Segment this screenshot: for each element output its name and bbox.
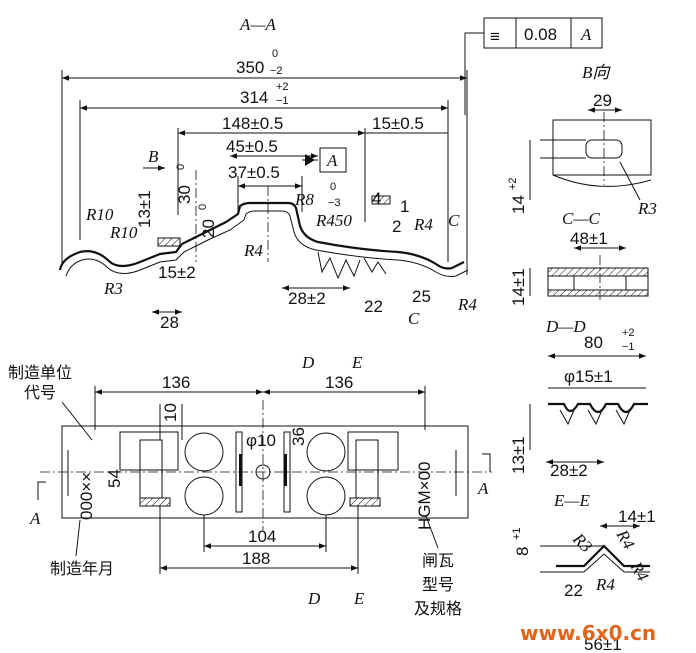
b-dim-14-tol: +2 <box>507 177 519 190</box>
dim-4: 4 <box>372 189 381 208</box>
b-r3: R3 <box>637 199 657 218</box>
dim-13: 13±1 <box>135 190 154 228</box>
dim-314-lower: −1 <box>276 95 289 107</box>
plan-phi10: φ10 <box>246 431 276 450</box>
r3-left: R3 <box>103 279 123 298</box>
plan-dim-136-right: 136 <box>325 373 353 392</box>
dim-30-tol: 0 <box>175 164 187 170</box>
label-c-upper: C <box>448 211 460 230</box>
c-dim-48: 48±1 <box>570 229 608 248</box>
dim-15-2: 15±2 <box>158 263 196 282</box>
view-b: B向 29 14 +2 R3 <box>507 63 657 218</box>
title-section-dd: D—D <box>545 317 586 336</box>
section-a-a: A—A ≡ 0.08 A 350 0 −2 314 +2 −1 148±0.5 <box>58 15 603 332</box>
dim-350: 350 <box>236 58 264 77</box>
tolerance-frame: ≡ 0.08 A <box>464 17 603 115</box>
plan-view: 制造单位 代号 D E D E 136 136 000×× HGM×00 10 … <box>8 353 492 618</box>
r10-upper: R10 <box>85 205 114 224</box>
dim-37: 37±0.5 <box>228 163 280 182</box>
r4-right: R4 <box>413 215 433 234</box>
dim-2: 2 <box>392 217 401 236</box>
dim-148: 148±0.5 <box>222 114 283 133</box>
label-b: B <box>148 147 159 166</box>
dim-20-tol: 0 <box>197 204 209 210</box>
d-dim-28: 28±2 <box>550 461 588 480</box>
b-dim-14: 14 <box>509 195 528 214</box>
plan-dim-188: 188 <box>242 549 270 568</box>
plan-d-bottom: D <box>307 589 321 608</box>
note-type-l3: 及规格 <box>414 599 462 618</box>
plan-dim-54: 54 <box>105 469 124 488</box>
c-dim-14: 14±1 <box>509 268 528 306</box>
dim-314-upper: +2 <box>276 81 289 93</box>
r450-label: R450 <box>315 211 352 230</box>
e-dim-8: 8 <box>513 547 532 556</box>
dim-30: 30 <box>175 185 194 204</box>
title-section-cc: C—C <box>562 209 600 228</box>
note-maker-l2: 代号 <box>24 383 56 402</box>
plan-a-right: A <box>477 479 489 498</box>
title-section-ee: E—E <box>553 491 591 510</box>
d-dim-80-lower: −1 <box>622 341 635 353</box>
dim-25: 25 <box>412 287 431 306</box>
r10-lower: R10 <box>109 223 138 242</box>
e-r4b: R4 <box>626 558 653 585</box>
dim-20: 20 <box>199 219 218 238</box>
r8-upper: 0 <box>330 181 336 193</box>
d-dim-13: 13±1 <box>509 436 528 474</box>
plan-d-top: D <box>301 353 315 372</box>
dim-1: 1 <box>400 197 409 216</box>
plan-code-right: HGM×00 <box>415 462 434 531</box>
dim-22: 22 <box>364 297 383 316</box>
dim-350-lower: −2 <box>270 65 283 77</box>
dim-15: 15±0.5 <box>372 114 424 133</box>
e-dim-14: 14±1 <box>618 507 656 526</box>
plan-dim-36: 36 <box>289 427 308 446</box>
plan-dim-104: 104 <box>248 527 276 546</box>
section-c-c: C—C 48±1 14±1 <box>509 209 649 306</box>
dim-28: 28 <box>160 313 179 332</box>
e-r4c: R4 <box>595 575 615 594</box>
title-view-b: B向 <box>582 63 611 82</box>
r4-center: R4 <box>243 241 263 260</box>
e-r3: R3 <box>568 529 595 556</box>
plan-e-top: E <box>351 353 363 372</box>
d-dim-80: 80 <box>584 333 603 352</box>
e-dim-8-tol: +1 <box>511 527 523 540</box>
section-d-d: D—D 80 +2 −1 φ15±1 13±1 28±2 <box>509 317 648 480</box>
plan-e-bottom: E <box>353 589 365 608</box>
e-dim-56: 56±1 <box>584 635 622 653</box>
plan-dim-10: 10 <box>161 403 180 422</box>
label-c-lower: C <box>408 309 420 328</box>
dim-350-upper: 0 <box>272 48 278 60</box>
e-dim-22: 22 <box>564 581 583 600</box>
note-maker-l1: 制造单位 <box>8 363 72 382</box>
e-r4a: R4 <box>612 526 639 553</box>
plan-dim-136-left: 136 <box>162 373 190 392</box>
watermark-text: www.6x0.cn <box>520 621 656 645</box>
plan-a-left: A <box>29 509 41 528</box>
dim-45: 45±0.5 <box>226 137 278 156</box>
r4-far-right: R4 <box>457 295 477 314</box>
b-dim-29: 29 <box>593 91 612 110</box>
title-section-aa: A—A <box>239 15 277 34</box>
note-type-l2: 型号 <box>422 575 454 594</box>
note-type-l1: 闸瓦 <box>422 551 454 570</box>
r8-label: R8 <box>294 190 314 209</box>
r8-lower: −3 <box>328 197 341 209</box>
note-date: 制造年月 <box>50 559 114 578</box>
d-dim-80-upper: +2 <box>622 327 635 339</box>
symmetry-symbol: ≡ <box>490 27 500 46</box>
tolerance-value: 0.08 <box>524 25 557 44</box>
dim-314: 314 <box>240 88 268 107</box>
d-phi15: φ15±1 <box>564 367 613 386</box>
dim-28-2: 28±2 <box>288 289 326 308</box>
datum-a-flag: A <box>326 151 338 170</box>
tolerance-datum: A <box>580 25 592 44</box>
plan-code-left: 000×× <box>77 472 96 520</box>
